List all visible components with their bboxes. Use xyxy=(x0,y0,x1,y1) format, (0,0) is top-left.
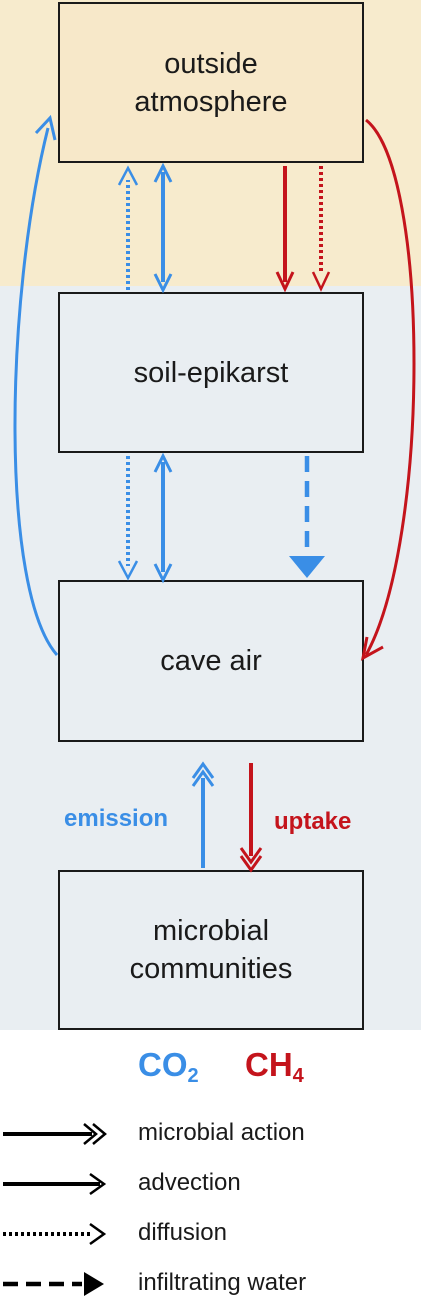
legend-infiltrating-water-symbol xyxy=(3,1272,104,1296)
microbial-communities-box: microbial communities xyxy=(58,870,364,1030)
ch4-microbial-uptake-arrow xyxy=(239,763,263,873)
legend-microbial-action-label: microbial action xyxy=(138,1119,305,1146)
ch4-diffusion-atm-soil-arrow xyxy=(311,166,331,292)
legend-advection-symbol xyxy=(3,1172,107,1196)
co2-infiltrating-water-arrow xyxy=(289,456,325,578)
co2-microbial-emission-arrow xyxy=(191,761,215,868)
legend-diffusion-symbol xyxy=(3,1222,107,1246)
co2-advection-atm-soil-arrow xyxy=(153,162,173,294)
soil-epikarst-box: soil-epikarst xyxy=(58,292,364,453)
co2-advection-cave-atm-arrow xyxy=(13,114,59,656)
legend-infiltrating-water-label: infiltrating water xyxy=(138,1269,307,1296)
uptake-label: uptake xyxy=(274,808,352,835)
legend-microbial-action-symbol xyxy=(3,1123,107,1145)
co2-diffusion-atm-soil-arrow xyxy=(117,165,139,290)
co2-advection-soil-cave-arrow xyxy=(153,452,173,584)
ch4-advection-atm-soil-arrow xyxy=(275,166,295,293)
co2-legend-label: CO2 xyxy=(138,1046,199,1087)
legend-diffusion-label: diffusion xyxy=(138,1219,227,1246)
ch4-legend-label: CH4 xyxy=(245,1046,304,1087)
cave-air-box: cave air xyxy=(58,580,364,742)
co2-diffusion-soil-cave-arrow xyxy=(117,456,139,581)
ch4-advection-atm-cave-arrow xyxy=(360,118,416,661)
legend-advection-label: advection xyxy=(138,1169,241,1196)
emission-label: emission xyxy=(64,805,169,832)
outside-atmosphere-box: outside atmosphere xyxy=(58,2,364,163)
